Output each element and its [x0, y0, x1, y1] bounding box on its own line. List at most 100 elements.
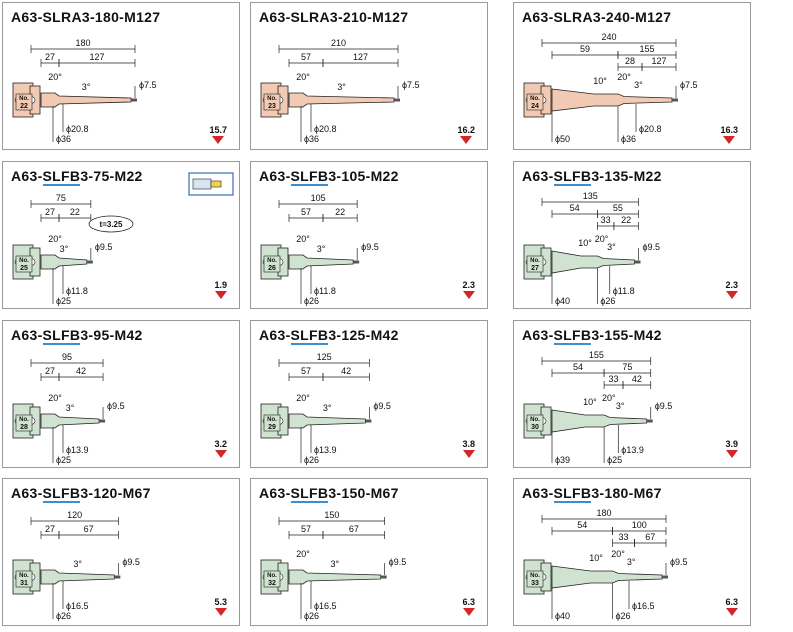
- base-diameter: ϕ26: [304, 296, 319, 306]
- weight-indicator: 16.3: [720, 125, 738, 144]
- tool-shank: [40, 413, 100, 429]
- down-arrow-icon: [214, 608, 227, 616]
- tip-diameter: ϕ7.5: [402, 80, 420, 90]
- base-diameter: ϕ26: [616, 611, 631, 621]
- number-label: No.: [530, 96, 540, 102]
- dim-d-value: 67: [645, 532, 655, 542]
- tool-title: A63-SLFB3-120-M67: [11, 485, 151, 503]
- dim-b-value: 155: [639, 44, 654, 54]
- down-arrow-icon: [460, 136, 473, 144]
- dim-total-value: 180: [596, 508, 611, 518]
- dim-b-value: 67: [349, 524, 359, 534]
- title-suffix: 3-180-M67: [591, 485, 662, 501]
- base-diameter-2: ϕ39: [555, 455, 570, 465]
- title-prefix: A63-SLRA3-180-M127: [11, 9, 161, 25]
- dim-b-value: 100: [632, 520, 647, 530]
- number-label: No.: [19, 96, 29, 102]
- tool-title: A63-SLFB3-75-M22: [11, 168, 143, 186]
- thickness-badge: [88, 215, 134, 233]
- tip-diameter: ϕ9.5: [655, 401, 673, 411]
- dim-total-value: 105: [311, 193, 326, 203]
- title-prefix: A63-: [522, 485, 554, 501]
- number-plate: [15, 570, 33, 588]
- tool-title: A63-SLFB3-125-M42: [259, 327, 399, 345]
- dim-a-value: 54: [573, 362, 583, 372]
- dim-b-value: 42: [76, 366, 86, 376]
- tool-tip: [365, 419, 372, 423]
- base-diameter: ϕ25: [607, 455, 622, 465]
- tool-tip: [353, 260, 360, 264]
- down-arrow-icon: [214, 450, 227, 458]
- title-prefix: A63-: [522, 327, 554, 343]
- shank-diameter: ϕ13.9: [66, 445, 89, 455]
- number-value: 23: [268, 103, 276, 110]
- weight-value: 6.3: [462, 597, 475, 607]
- dim-a-value: 27: [45, 52, 55, 62]
- number-plate: [526, 255, 544, 273]
- tool-tip: [662, 575, 668, 579]
- number-value: 24: [531, 103, 539, 110]
- base-diameter: ϕ26: [600, 296, 615, 306]
- dim-a-value: 54: [577, 520, 587, 530]
- dim-c-value: 33: [601, 215, 611, 225]
- dim-total-value: 75: [56, 193, 66, 203]
- weight-indicator: 16.2: [457, 125, 475, 144]
- title-series: SLFB: [42, 327, 81, 345]
- tip-diameter: ϕ7.5: [139, 80, 157, 90]
- weight-indicator: 3.2: [214, 439, 227, 458]
- angle-1: 20°: [296, 234, 310, 244]
- angle-2: 3°: [60, 244, 69, 254]
- tool-tip: [646, 419, 653, 423]
- tool-shank: [551, 409, 648, 433]
- angle-1: 10°: [593, 76, 607, 86]
- weight-indicator: 6.3: [462, 597, 475, 616]
- dim-total-value: 210: [331, 38, 346, 48]
- weight-indicator: 6.3: [725, 597, 738, 616]
- base-diameter: ϕ36: [56, 134, 71, 144]
- tool-title: A63-SLFB3-135-M22: [522, 168, 662, 186]
- tool-tip: [394, 98, 400, 102]
- base-diameter: ϕ26: [304, 455, 319, 465]
- tool-title: A63-SLRA3-180-M127: [11, 9, 160, 25]
- angle-2: 20°: [611, 549, 625, 559]
- angle-2: 3°: [73, 559, 82, 569]
- angle-1: 10°: [578, 238, 592, 248]
- number-label: No.: [19, 258, 29, 264]
- tool-shank: [40, 569, 115, 585]
- dim-a-value: 57: [301, 207, 311, 217]
- angle-3: 3°: [627, 557, 636, 567]
- tool-shank: [551, 250, 635, 274]
- tip-diameter: ϕ9.5: [389, 557, 407, 567]
- shank-diameter: ϕ16.5: [632, 601, 655, 611]
- dim-a-value: 27: [45, 366, 55, 376]
- base-diameter: ϕ36: [621, 134, 636, 144]
- dim-a-value: 57: [301, 524, 311, 534]
- dim-total-value: 155: [589, 350, 604, 360]
- tool-title: A63-SLFB3-105-M22: [259, 168, 399, 186]
- down-arrow-icon: [462, 291, 475, 299]
- tool-tip: [99, 419, 106, 423]
- tool-title: A63-SLRA3-210-M127: [259, 9, 408, 25]
- base-diameter-2: ϕ50: [555, 134, 570, 144]
- title-series: SLFB: [42, 485, 81, 503]
- angle-3: 3°: [634, 80, 643, 90]
- title-prefix: A63-: [259, 168, 291, 184]
- down-arrow-icon: [462, 608, 475, 616]
- base-diameter: ϕ25: [56, 455, 71, 465]
- number-label: No.: [267, 258, 277, 264]
